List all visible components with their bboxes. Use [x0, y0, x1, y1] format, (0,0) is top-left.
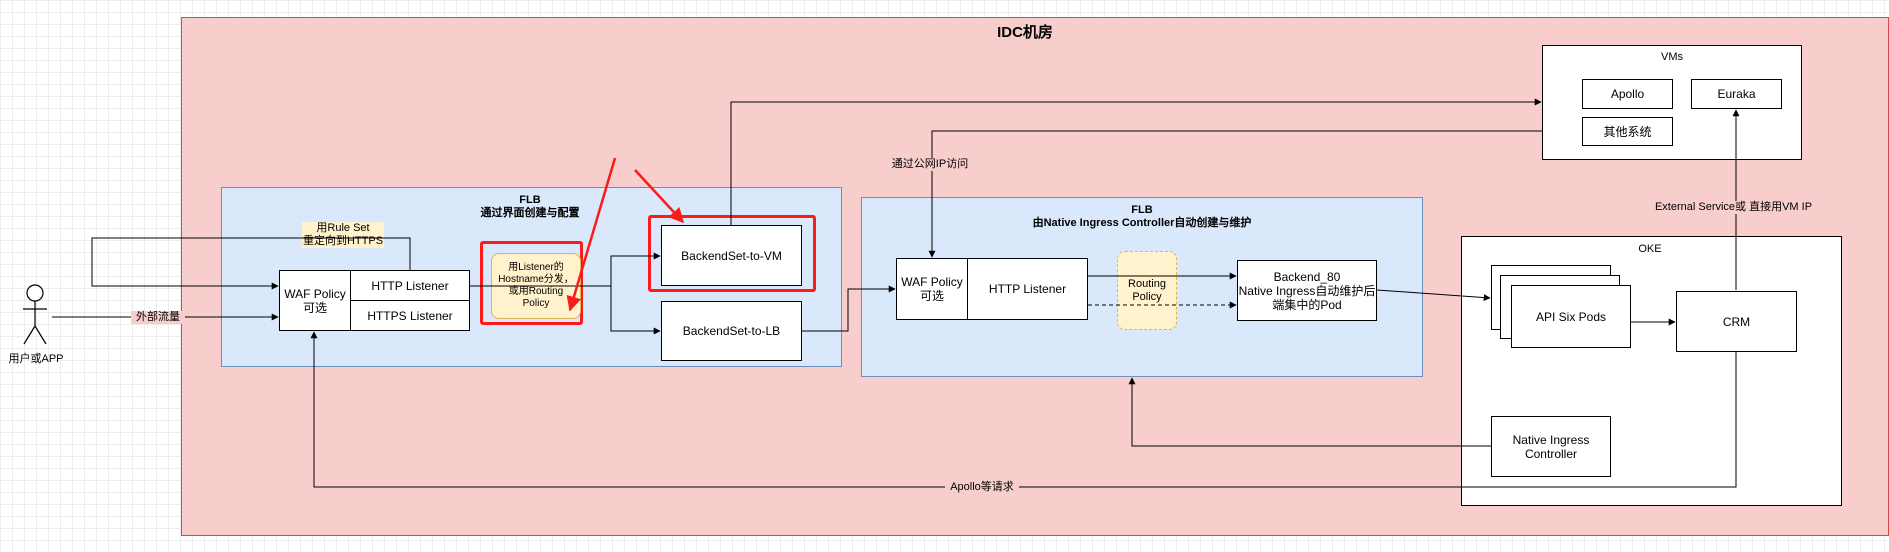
apollo-box[interactable]: Apollo — [1582, 79, 1673, 109]
split-down — [610, 286, 661, 335]
backend80-to-apisix — [1376, 289, 1491, 302]
apollo-requests-label: Apollo等请求 — [945, 481, 1019, 494]
http-listener-right[interactable]: HTTP Listener — [967, 258, 1088, 320]
backend-vm-highlight — [648, 215, 816, 292]
api-six-pods[interactable]: API Six Pods — [1511, 285, 1631, 348]
euraka-box[interactable]: Euraka — [1691, 79, 1782, 109]
crm-box[interactable]: CRM — [1676, 291, 1797, 352]
other-systems-box[interactable]: 其他系统 — [1582, 117, 1673, 146]
nic-to-right-flb — [1128, 377, 1491, 447]
external-service-label: External Service或 直接用VM IP — [1651, 201, 1816, 214]
actor-label: 用户或APP — [8, 353, 64, 365]
flb-right-title: FLB 由Native Ingress Controller自动创建与维护 — [1032, 204, 1252, 229]
backendset-to-lb[interactable]: BackendSet-to-LB — [661, 301, 802, 361]
waf-policy-right[interactable]: WAF Policy 可选 — [896, 258, 968, 320]
flb-left-title: FLB 通过界面创建与配置 — [480, 194, 580, 219]
http-listener-left[interactable]: HTTP Listener — [350, 270, 470, 301]
idc-title: IDC机房 — [997, 24, 1053, 41]
red-arrow-to-backend — [634, 169, 685, 224]
backend-lb-to-right-flb — [802, 285, 896, 332]
routing-policy-right: Routing Policy — [1117, 251, 1177, 330]
split-up — [610, 252, 661, 286]
oke-title: OKE — [1638, 243, 1662, 255]
native-ingress-controller[interactable]: Native Ingress Controller — [1491, 416, 1611, 477]
rule-set-loop — [91, 237, 411, 290]
routing-note-highlight — [480, 241, 583, 325]
external-traffic-label: 外部流量 — [131, 311, 185, 324]
backend-80[interactable]: Backend_80 Native Ingress自动维护后 端集中的Pod — [1237, 260, 1377, 321]
public-ip-label: 通过公网IP访问 — [885, 158, 975, 171]
vms-title: VMs — [1661, 51, 1683, 63]
vms-to-right-flb — [928, 130, 1542, 258]
backend-vm-to-vms — [730, 98, 1542, 225]
apollo-requests-line — [310, 331, 1737, 488]
red-arrow-to-note — [566, 157, 617, 312]
user-actor-icon — [23, 284, 47, 345]
https-listener-left[interactable]: HTTPS Listener — [350, 300, 470, 331]
backendset-to-vm[interactable]: BackendSet-to-VM — [661, 225, 802, 286]
waf-policy-left[interactable]: WAF Policy 可选 — [279, 270, 351, 331]
